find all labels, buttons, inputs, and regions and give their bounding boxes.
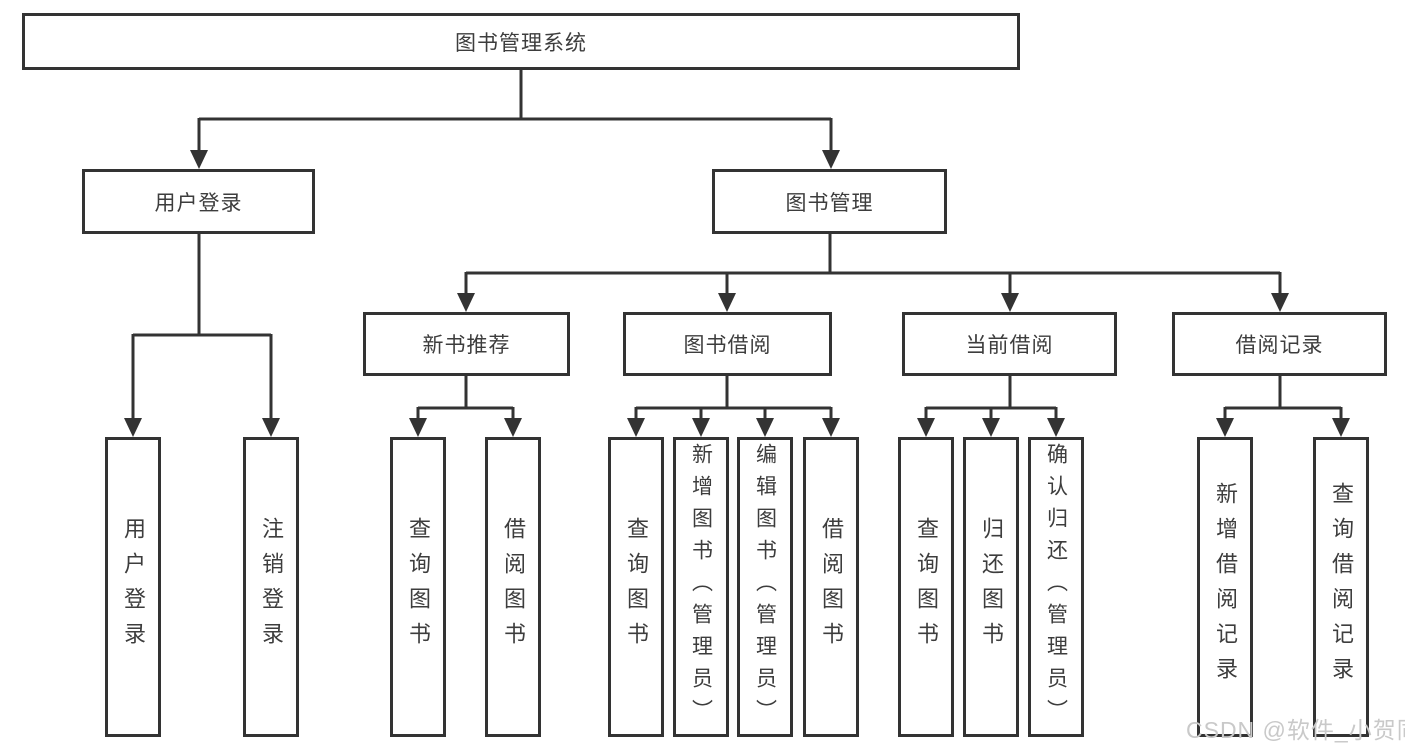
leaf-user-login: 用户登录 [105, 437, 161, 737]
leaf-query-books-recommend: 查询图书 [390, 437, 446, 737]
leaf-confirm-return-admin-label: 确认归还（管理员） [1044, 443, 1068, 731]
node-borrow-records-label: 借阅记录 [1235, 334, 1324, 357]
leaf-return-books: 归还图书 [963, 437, 1019, 737]
leaf-edit-books-admin: 编辑图书（管理员） [737, 437, 793, 737]
leaf-user-login-label: 用户登录 [121, 517, 146, 657]
leaf-borrow-books-label: 借阅图书 [819, 517, 844, 657]
leaf-query-books-current: 查询图书 [898, 437, 954, 737]
leaf-edit-books-admin-label: 编辑图书（管理员） [753, 443, 777, 731]
leaf-borrow-books-recommend-label: 借阅图书 [501, 517, 526, 657]
node-book-management-label: 图书管理 [785, 191, 874, 215]
leaf-borrow-books-recommend: 借阅图书 [485, 437, 541, 737]
leaf-return-books-label: 归还图书 [979, 517, 1004, 657]
leaf-query-books-current-label: 查询图书 [914, 517, 939, 657]
node-new-book-recommend-label: 新书推荐 [422, 334, 511, 357]
leaf-borrow-books: 借阅图书 [803, 437, 859, 737]
node-user-login-label: 用户登录 [154, 191, 243, 215]
leaf-add-books-admin-label: 新增图书（管理员） [689, 443, 713, 731]
node-borrow-records: 借阅记录 [1172, 312, 1387, 376]
node-root: 图书管理系统 [22, 13, 1020, 70]
leaf-query-borrow-record-label: 查询借阅记录 [1329, 482, 1354, 692]
leaf-add-borrow-record-label: 新增借阅记录 [1213, 482, 1238, 692]
leaf-add-books-admin: 新增图书（管理员） [673, 437, 729, 737]
node-new-book-recommend: 新书推荐 [363, 312, 570, 376]
csdn-watermark: CSDN @软件_小贺同学 [1186, 717, 1405, 743]
node-root-label: 图书管理系统 [455, 31, 587, 55]
leaf-query-borrow-record: 查询借阅记录 [1313, 437, 1369, 737]
node-user-login: 用户登录 [82, 169, 315, 234]
leaf-query-books-recommend-label: 查询图书 [406, 517, 431, 657]
arrowhead-icons [124, 150, 1350, 437]
node-book-management: 图书管理 [712, 169, 947, 234]
node-book-borrowing-label: 图书借阅 [683, 334, 772, 357]
node-current-borrowing-label: 当前借阅 [965, 334, 1054, 357]
node-book-borrowing: 图书借阅 [623, 312, 832, 376]
leaf-confirm-return-admin: 确认归还（管理员） [1028, 437, 1084, 737]
node-current-borrowing: 当前借阅 [902, 312, 1117, 376]
leaf-add-borrow-record: 新增借阅记录 [1197, 437, 1253, 737]
leaf-query-books-borrowing-label: 查询图书 [624, 517, 649, 657]
leaf-query-books-borrowing: 查询图书 [608, 437, 664, 737]
leaf-logout-login: 注销登录 [243, 437, 299, 737]
leaf-logout-login-label: 注销登录 [259, 517, 284, 657]
